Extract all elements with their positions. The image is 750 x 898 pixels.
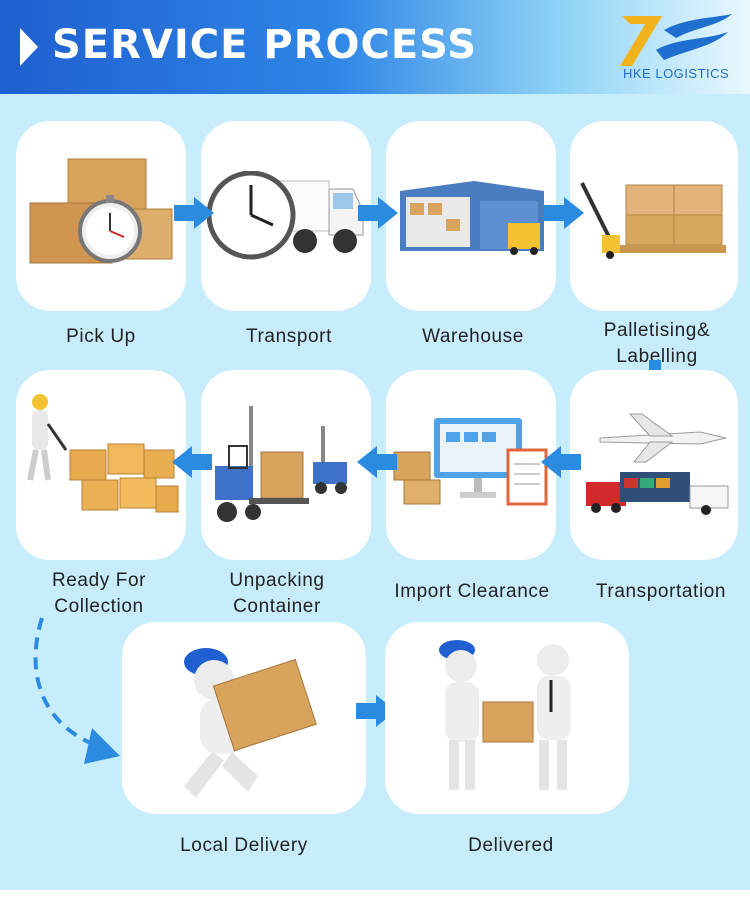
step-card-transportation bbox=[570, 370, 738, 560]
page-title: SERVICE PROCESS bbox=[52, 22, 477, 68]
plane-ship-truck-icon bbox=[586, 413, 729, 515]
brand-name: HKE LOGISTICS bbox=[623, 66, 730, 81]
step-label-ready-for-collection: Ready For Collection bbox=[51, 570, 147, 617]
step-card-transport bbox=[201, 121, 371, 311]
step-label-delivered: Delivered bbox=[468, 835, 554, 856]
step-card-delivered bbox=[385, 622, 629, 814]
dashed-curve-arrow-icon bbox=[33, 617, 120, 764]
step-card-unpacking bbox=[201, 370, 371, 560]
forklift-icon bbox=[215, 406, 347, 522]
courier-running-icon bbox=[184, 648, 317, 798]
step-label-pick-up: Pick Up bbox=[66, 326, 136, 347]
step-label-transportation: Transportation bbox=[595, 581, 727, 602]
step-label-import-clearance: Import Clearance bbox=[394, 581, 550, 602]
package-stopwatch-icon bbox=[29, 158, 173, 264]
arrow-left-icon bbox=[541, 446, 581, 478]
step-label-transport: Transport bbox=[245, 326, 332, 347]
handover-icon bbox=[439, 640, 571, 790]
warehouse-icon bbox=[400, 181, 544, 255]
arrow-right-icon bbox=[174, 197, 214, 229]
header-banner: SERVICE PROCESS HKE LOGISTICS bbox=[0, 0, 750, 94]
monitor-clipboard-icon bbox=[393, 418, 548, 506]
step-card-warehouse bbox=[386, 121, 556, 311]
pallet-jack-icon bbox=[580, 182, 726, 259]
clock-truck-icon bbox=[207, 171, 364, 260]
chevron-right-icon bbox=[20, 28, 38, 66]
arrow-left-icon bbox=[172, 446, 212, 478]
step-label-palletising: Palletising& Labelling bbox=[603, 320, 711, 367]
step-label-unpacking: Unpacking Container bbox=[229, 570, 325, 617]
step-card-ready-for-collection bbox=[16, 370, 186, 560]
step-card-palletising bbox=[570, 121, 738, 311]
step-label-warehouse: Warehouse bbox=[422, 326, 524, 347]
step-card-import-clearance bbox=[386, 370, 556, 560]
footer-strip bbox=[0, 890, 750, 898]
step-card-local-delivery bbox=[122, 622, 366, 814]
arrow-right-icon bbox=[358, 197, 398, 229]
step-label-local-delivery: Local Delivery bbox=[180, 835, 308, 856]
arrow-right-icon bbox=[544, 197, 584, 229]
arrow-left-icon bbox=[357, 446, 397, 478]
worker-boxes-icon bbox=[27, 394, 179, 513]
company-logo bbox=[620, 14, 732, 66]
step-card-pick-up bbox=[16, 121, 186, 311]
